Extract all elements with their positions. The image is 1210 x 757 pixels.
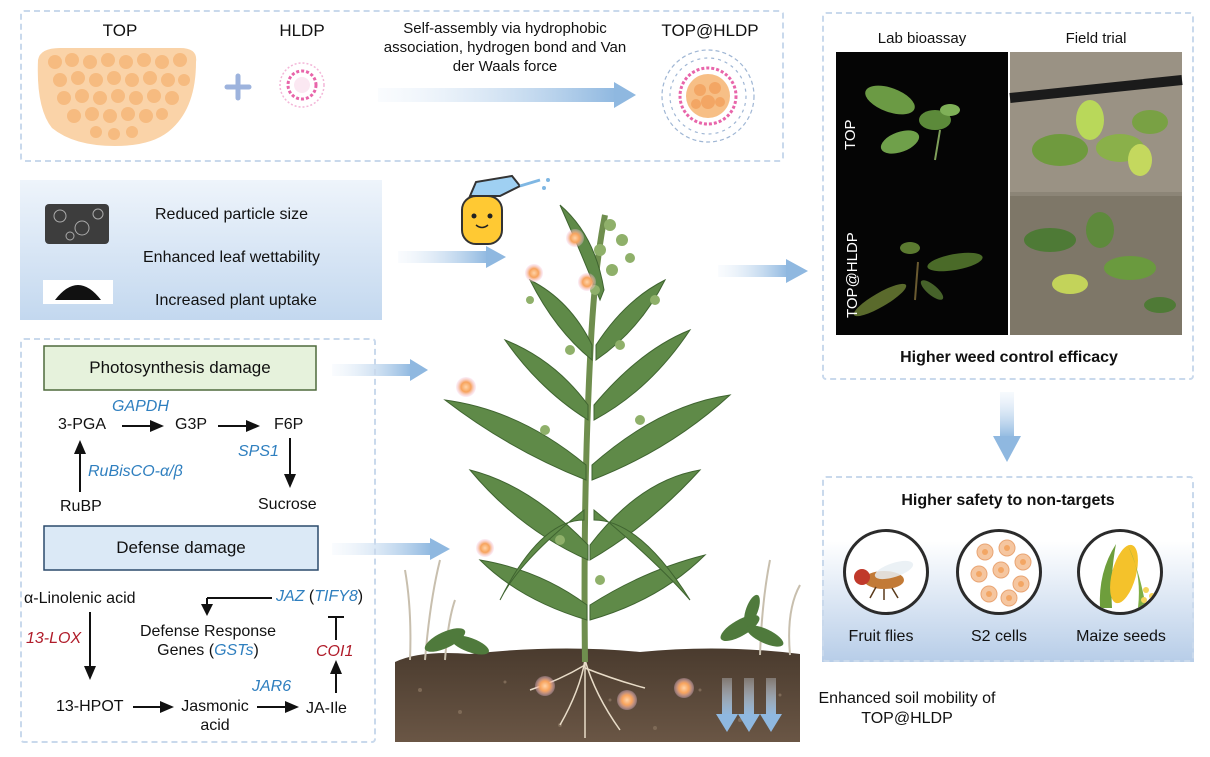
drg-line2: Genes (GSTs) xyxy=(118,642,298,660)
assembly-text-line1: Self-assembly via hydrophobic xyxy=(403,20,607,37)
linolenic-node: α-Linolenic acid xyxy=(24,590,136,607)
pga-node: 3-PGA xyxy=(58,416,107,433)
lab-bioassay-photo xyxy=(836,52,1008,335)
jar6-enzyme: JAR6 xyxy=(252,678,292,695)
photosynthesis-banner xyxy=(43,345,317,391)
s2-cells-image xyxy=(956,529,1042,615)
assembly-text-line2: association, hydrogen bond and Van xyxy=(383,39,627,56)
assembly-text-line3: der Waals force xyxy=(452,58,558,75)
sucrose-node: Sucrose xyxy=(258,496,317,513)
maize-icon xyxy=(1099,544,1155,608)
weed-control-section xyxy=(822,12,1194,380)
defense-banner xyxy=(43,525,319,571)
jaz-protein: JAZ xyxy=(276,588,305,605)
f6p-node: F6P xyxy=(274,416,304,433)
lab-bioassay-header: Lab bioassay xyxy=(877,30,967,47)
soil-mobility-arrows xyxy=(716,678,782,732)
top-label: TOP xyxy=(102,21,138,40)
particle-size-icon xyxy=(45,204,109,244)
hldp-label: HLDP xyxy=(279,21,325,40)
property-item: Reduced particle size xyxy=(155,206,308,223)
tify8-gene: TIFY8 xyxy=(314,588,358,605)
top-particle-cluster xyxy=(37,48,197,146)
field-trial-header: Field trial xyxy=(1065,30,1127,47)
safety-item-label: Fruit flies xyxy=(848,628,914,645)
safety-item-label: Maize seeds xyxy=(1076,628,1166,645)
plant-to-weedcontrol-arrow xyxy=(718,259,808,283)
assembly-arrow xyxy=(378,82,636,108)
row-label-top-hldp: TOP@HLDP xyxy=(844,232,861,318)
rubisco-enzyme: RuBisCO-α/β xyxy=(88,463,183,480)
mechanism-section xyxy=(20,338,376,743)
property-item: Enhanced leaf wettability xyxy=(143,249,320,266)
top-hldp-particle-icon xyxy=(661,49,755,143)
safety-title: Higher safety to non-targets xyxy=(901,492,1115,509)
soil-mobility-line2: TOP@HLDP xyxy=(861,710,953,727)
defense-header: Defense damage xyxy=(116,538,246,557)
pathway-arrows xyxy=(74,420,342,713)
photosynthesis-header: Photosynthesis damage xyxy=(89,358,271,377)
paren-close: ) xyxy=(357,588,364,605)
jaz-tify8-label: JAZ (TIFY8) xyxy=(276,588,363,606)
coi1-inhibition-symbol xyxy=(328,616,344,640)
hpot-node: 13-HPOT xyxy=(56,698,124,715)
fruit-fly-image xyxy=(843,529,929,615)
jasmonic-line2: acid xyxy=(200,717,230,734)
safety-section xyxy=(822,476,1194,662)
lox-enzyme: 13-LOX xyxy=(26,630,82,647)
g3p-node: G3P xyxy=(175,416,208,433)
property-item: Increased plant uptake xyxy=(155,292,317,309)
drg-line1: Defense Response xyxy=(139,623,277,640)
field-trial-photo xyxy=(1009,52,1183,335)
weedcontrol-to-safety-arrow xyxy=(993,392,1021,462)
paren-open: ( xyxy=(304,588,315,605)
drg-line2-a: Genes ( xyxy=(157,642,215,659)
photosynthesis-to-plant-arrow xyxy=(332,359,428,381)
hldp-micelle-icon xyxy=(279,62,325,108)
sps1-enzyme: SPS1 xyxy=(238,443,279,460)
rubp-node: RuBP xyxy=(60,498,102,515)
product-label: TOP@HLDP xyxy=(661,21,759,40)
spray-bottle-icon xyxy=(461,174,550,245)
coi1-receptor: COI1 xyxy=(316,643,354,660)
nanoparticle-dots xyxy=(456,229,694,710)
gapdh-enzyme: GAPDH xyxy=(112,398,169,415)
safety-item-label: S2 cells xyxy=(970,628,1028,645)
plant-roots xyxy=(529,659,646,738)
small-weeds xyxy=(424,594,784,655)
cells-icon xyxy=(970,539,1032,607)
defense-to-plant-arrow xyxy=(332,538,450,560)
gsts-gene: GSTs xyxy=(214,642,254,659)
soil-mobility-line1: Enhanced soil mobility of xyxy=(818,690,996,707)
jaile-node: JA-Ile xyxy=(306,700,347,717)
plus-icon xyxy=(224,73,252,101)
fruit-fly-icon xyxy=(854,560,914,600)
drg-line2-c: ) xyxy=(253,642,259,659)
weed-control-caption: Higher weed control efficacy xyxy=(900,349,1118,366)
row-label-top: TOP xyxy=(842,119,859,150)
jasmonic-line1: Jasmonic xyxy=(181,698,249,715)
maize-seeds-image xyxy=(1077,529,1163,615)
wettability-droplet-icon xyxy=(43,280,113,304)
soil-layer xyxy=(395,648,800,742)
weed-plant-illustration xyxy=(443,204,732,663)
synthesis-section xyxy=(20,10,784,162)
properties-to-plant-arrow xyxy=(398,246,506,268)
